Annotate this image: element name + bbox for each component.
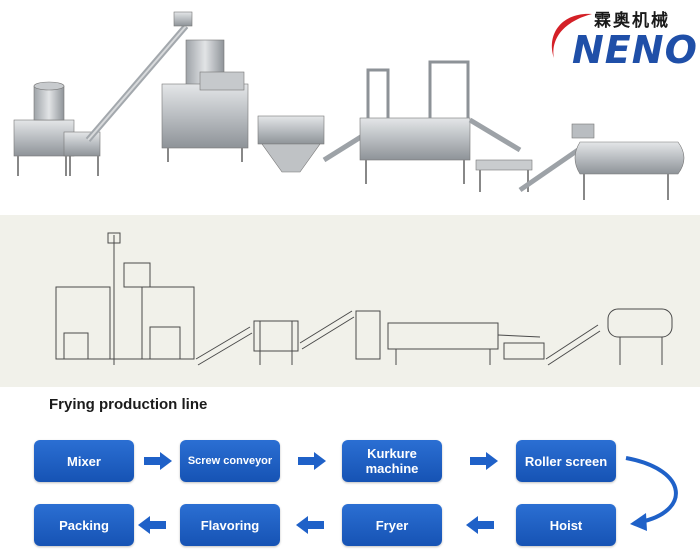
production-line-drawing: [0, 215, 700, 387]
step-packing: Packing: [34, 504, 134, 546]
mixer-machine: [13, 81, 101, 176]
arrow-left-icon: [138, 516, 166, 534]
line-drawing-illustration: [55, 232, 673, 366]
production-line-photo: 霖奥机械 NENO: [0, 0, 700, 215]
brand-swoosh-icon: [551, 13, 592, 59]
kurkure-machine: [161, 39, 249, 162]
step-mixer: Mixer: [34, 440, 134, 482]
arrow-right-icon: [144, 452, 172, 470]
diagram-title: Frying production line: [49, 396, 208, 413]
step-kurkure-machine: Kurkure machine: [342, 440, 442, 482]
flavoring-drum: [518, 123, 685, 200]
brand-logo-text: NENO: [572, 28, 698, 72]
screw-conveyor: [85, 11, 193, 142]
curved-arrow-down-icon: [625, 456, 678, 531]
arrow-right-icon: [470, 452, 498, 470]
step-screw-conveyor: Screw conveyor: [180, 440, 280, 482]
step-roller-screen: Roller screen: [516, 440, 616, 482]
step-flavoring: Flavoring: [180, 504, 280, 546]
step-fryer: Fryer: [342, 504, 442, 546]
fryer-machine: [359, 60, 533, 192]
brand-chinese-name: 霖奥机械: [594, 11, 670, 31]
arrow-left-icon: [296, 516, 324, 534]
roller-screen-machine: [257, 115, 374, 173]
arrow-right-icon: [298, 452, 326, 470]
machines-illustration: [13, 11, 685, 200]
step-hoist: Hoist: [516, 504, 616, 546]
arrow-left-icon: [466, 516, 494, 534]
